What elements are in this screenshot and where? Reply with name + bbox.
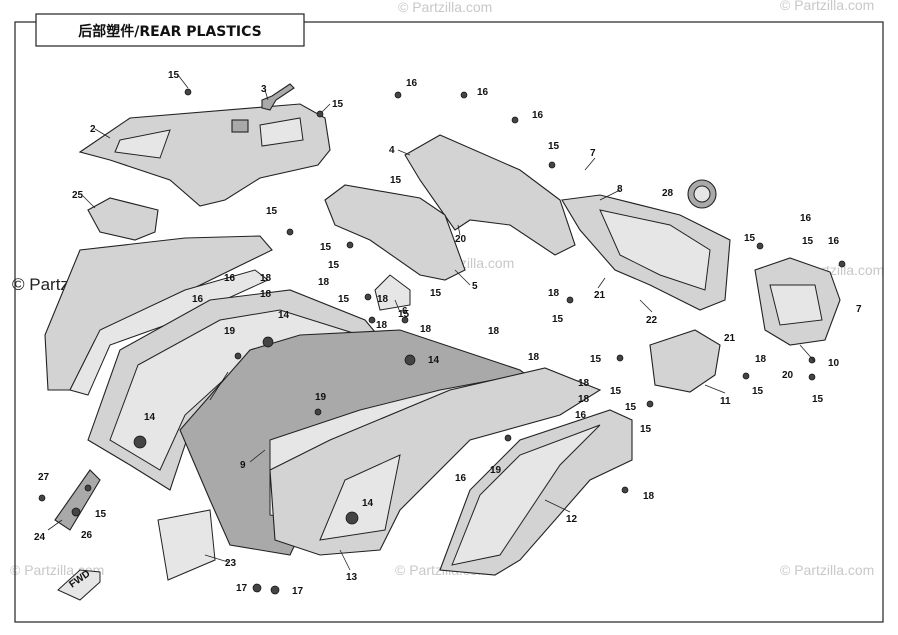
callout-18: 18 (528, 352, 540, 363)
callout-17: 17 (292, 586, 304, 597)
part-10-light-housing (754, 257, 841, 346)
part-5-toolbox (324, 184, 466, 281)
callout-17: 17 (236, 583, 248, 594)
callout-16: 16 (800, 213, 812, 224)
callout-16: 16 (224, 273, 236, 284)
callout-10: 10 (828, 358, 840, 369)
diagram-frame (14, 21, 884, 623)
callout-3: 3 (261, 84, 267, 95)
callout-18: 18 (578, 378, 590, 389)
callout-19: 19 (315, 392, 327, 403)
callout-15: 15 (552, 314, 564, 325)
callout-2: 2 (90, 124, 96, 135)
callout-18: 18 (377, 294, 389, 305)
part-25-bracket (87, 197, 159, 241)
callout-15: 15 (640, 424, 652, 435)
callout-15: 15 (332, 99, 344, 110)
callout-14: 14 (278, 310, 290, 321)
callout-15: 15 (610, 386, 622, 397)
callout-9: 9 (240, 460, 246, 471)
callout-18: 18 (548, 288, 560, 299)
part-6-panel (374, 274, 411, 311)
part-13-side-fender (269, 367, 602, 556)
callout-16: 16 (575, 410, 587, 421)
callout-18: 18 (318, 277, 330, 288)
callout-16: 16 (406, 78, 418, 89)
callout-14: 14 (144, 412, 156, 423)
callout-18: 18 (578, 394, 590, 405)
callout-16: 16 (828, 236, 840, 247)
part-11-bracket (649, 329, 721, 393)
title-box: 后部塑件/REAR PLASTICS (35, 13, 305, 47)
part-12-right-fender (439, 409, 633, 576)
callout-15: 15 (320, 242, 332, 253)
callout-5: 5 (472, 281, 478, 292)
callout-7: 7 (590, 148, 596, 159)
part-28-cap (687, 179, 717, 209)
callout-18: 18 (260, 273, 272, 284)
callout-25: 25 (72, 190, 84, 201)
callout-18: 18 (376, 320, 388, 331)
leader-lines (47, 74, 816, 571)
part-2-rear-rack-cover (78, 103, 331, 207)
callout-18: 18 (643, 491, 655, 502)
callout-21: 21 (724, 333, 736, 344)
callout-19: 19 (224, 326, 236, 337)
callout-15: 15 (328, 260, 340, 271)
callout-16: 16 (532, 110, 544, 121)
callout-15: 15 (625, 402, 637, 413)
callout-21: 21 (594, 290, 606, 301)
callout-16: 16 (477, 87, 489, 98)
callout-15: 15 (398, 309, 410, 320)
diagram-title: 后部塑件/REAR PLASTICS (78, 23, 261, 40)
callout-28: 28 (662, 188, 674, 199)
callout-15: 15 (430, 288, 442, 299)
callout-15: 15 (802, 236, 814, 247)
part-3-strap (261, 83, 295, 111)
callout-15: 15 (266, 206, 278, 217)
callout-12: 12 (566, 514, 578, 525)
callout-26: 26 (81, 530, 93, 541)
callout-13: 13 (346, 572, 358, 583)
callout-14: 14 (428, 355, 440, 366)
callout-23: 23 (225, 558, 237, 569)
callout-7: 7 (856, 304, 862, 315)
part-23-mud-flap (157, 509, 216, 581)
hardware-layer (38, 88, 846, 595)
callout-16: 16 (192, 294, 204, 305)
part-24-reflector (54, 469, 101, 531)
callout-19: 19 (490, 465, 502, 476)
callout-20: 20 (455, 234, 467, 245)
watermark-faint: © Partzilla.com (780, 0, 874, 13)
watermark-faint: © Partzilla.com (780, 562, 874, 578)
callout-22: 22 (646, 315, 658, 326)
callout-18: 18 (420, 324, 432, 335)
callout-15: 15 (548, 141, 560, 152)
callout-16: 16 (455, 473, 467, 484)
callout-15: 15 (752, 386, 764, 397)
callout-18: 18 (488, 326, 500, 337)
part-8-side-panel (561, 194, 731, 311)
watermark-faint: © Partzilla.com (398, 0, 492, 15)
callout-14: 14 (362, 498, 374, 509)
callout-27: 27 (38, 472, 50, 483)
callout-18: 18 (755, 354, 767, 365)
callout-15: 15 (744, 233, 756, 244)
callout-15: 15 (95, 509, 107, 520)
callout-20: 20 (782, 370, 794, 381)
callout-15: 15 (590, 354, 602, 365)
callout-15: 15 (812, 394, 824, 405)
callout-6: 6 (402, 306, 408, 317)
callouts: 15 3 15 2 25 15 16 16 16 4 15 15 7 8 28 … (34, 70, 862, 597)
callout-15: 15 (168, 70, 180, 81)
callout-4: 4 (389, 145, 395, 156)
callout-18: 18 (260, 289, 272, 300)
callout-15: 15 (390, 175, 402, 186)
callout-8: 8 (617, 184, 623, 195)
callout-15: 15 (338, 294, 350, 305)
callout-24: 24 (34, 532, 46, 543)
callout-11: 11 (720, 396, 731, 407)
